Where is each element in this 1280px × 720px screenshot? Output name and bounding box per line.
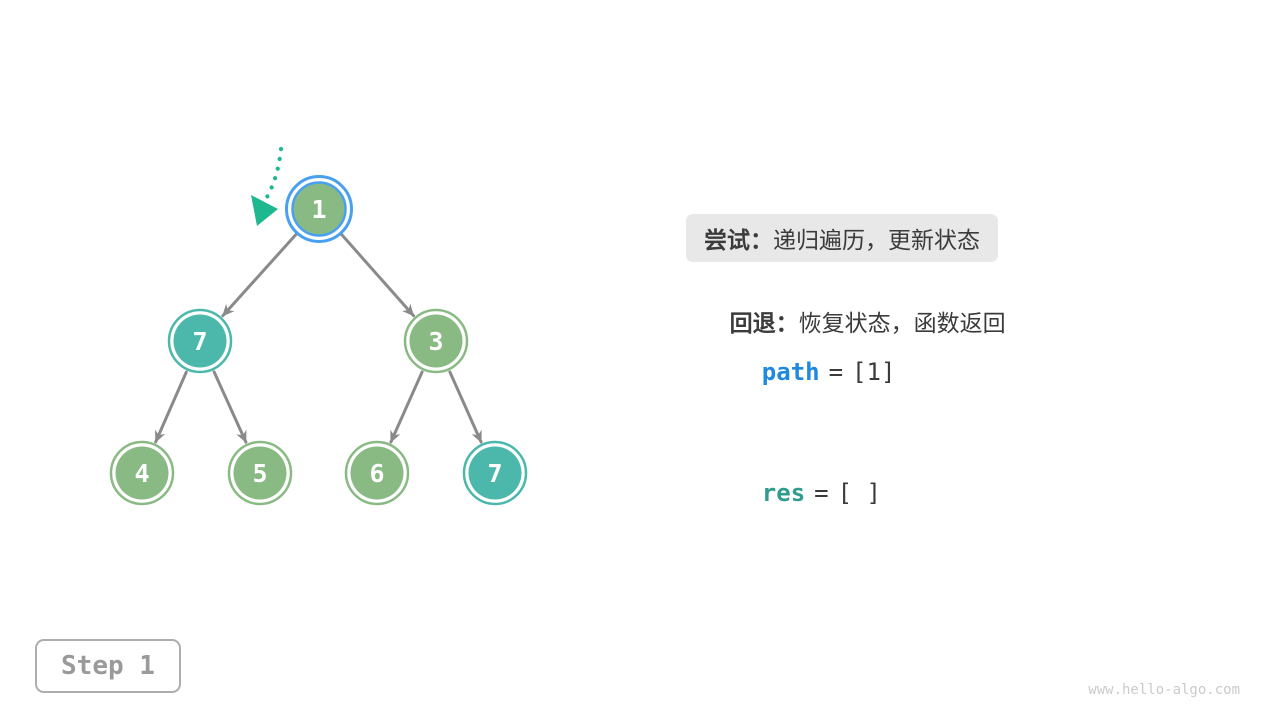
edge-7-to-5 — [212, 370, 248, 444]
res-value: [ ] — [837, 479, 881, 507]
back-callout: 回退：恢复状态，函数返回 — [704, 277, 1006, 365]
path-variable-line: path = [1] — [704, 330, 896, 414]
step-badge: Step 1 — [35, 639, 181, 693]
tree-node-6: 6 — [344, 440, 410, 506]
node-3-label: 3 — [428, 327, 443, 356]
tree-node-7-left: 7 — [167, 308, 233, 374]
node-1-label: 1 — [311, 195, 326, 224]
edge-3-to-6 — [389, 370, 424, 444]
tree-edges — [154, 232, 483, 444]
edge-1-to-3 — [340, 232, 415, 318]
node-7-left-label: 7 — [192, 327, 207, 356]
path-equals-sign: = — [828, 358, 844, 386]
try-callout: 尝试：递归遍历，更新状态 — [686, 214, 998, 262]
try-keyword: 尝试： — [704, 227, 773, 253]
try-text: 递归遍历，更新状态 — [773, 227, 980, 253]
tree-node-5: 5 — [227, 440, 293, 506]
node-4-label: 4 — [134, 459, 149, 488]
tree-node-4: 4 — [109, 440, 175, 506]
binary-tree-diagram: 1 7 3 4 5 6 — [109, 146, 528, 506]
node-6-label: 6 — [369, 459, 384, 488]
edge-3-to-7-right — [448, 370, 483, 444]
step-badge-label: Step 1 — [61, 651, 155, 681]
node-5-label: 5 — [252, 459, 267, 488]
tree-node-1-current: 1 — [285, 175, 353, 243]
path-variable-name: path — [761, 358, 820, 386]
watermark-url: www.hello-algo.com — [1088, 682, 1240, 698]
tree-node-3: 3 — [403, 308, 469, 374]
back-keyword: 回退： — [729, 310, 799, 336]
edge-7-to-4 — [154, 370, 188, 444]
res-equals-sign: = — [814, 479, 829, 507]
back-text: 恢复状态，函数返回 — [798, 310, 1006, 336]
current-pointer-dotted-line — [263, 146, 284, 202]
path-value: [1] — [852, 358, 896, 386]
res-variable-name: res — [761, 479, 806, 507]
current-pointer-arrowhead — [251, 195, 278, 226]
tree-node-7-right: 7 — [462, 440, 528, 506]
node-7-right-label: 7 — [487, 459, 502, 488]
edge-1-to-7-left — [221, 232, 298, 318]
res-variable-line: res = [ ] — [704, 451, 881, 535]
